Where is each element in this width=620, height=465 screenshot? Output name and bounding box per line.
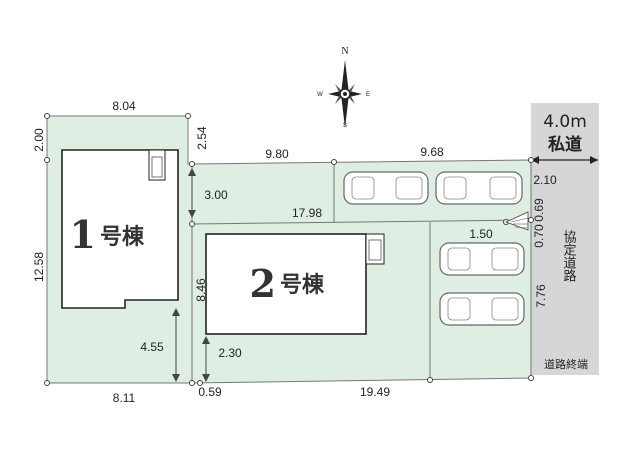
dim-2-30: 2.30 <box>218 346 242 360</box>
dim-4-55: 4.55 <box>140 340 164 354</box>
road-arrow-right <box>590 156 598 164</box>
building-2-porch <box>368 239 382 261</box>
building-2-number: 2 <box>250 261 276 306</box>
dim-2-10: 2.10 <box>533 173 557 187</box>
road-width-label: 4.0m <box>543 112 587 132</box>
compass-north: N <box>341 46 348 57</box>
dim-19-49: 19.49 <box>360 385 390 399</box>
dim-0-59: 0.59 <box>198 385 222 399</box>
road-name-label: 私道 <box>548 134 582 155</box>
corner-markers <box>44 113 534 386</box>
dim-0-70: 0.70 <box>532 224 546 248</box>
compass-east: E <box>366 92 370 98</box>
building-1-porch <box>151 156 163 178</box>
dim-8-11: 8.11 <box>113 391 136 405</box>
dim-8-46: 8.46 <box>194 278 208 302</box>
agreement-road-label: 協定道路 <box>561 230 577 282</box>
compass-south: S <box>343 123 347 129</box>
building-1 <box>61 149 179 309</box>
corner-cut-triangle <box>504 211 529 231</box>
building-1-number: 1 <box>70 212 96 257</box>
dim-12-58: 12.58 <box>32 252 46 282</box>
dim-17-98: 17.98 <box>292 206 322 220</box>
dim-9-80: 9.80 <box>265 147 289 161</box>
dim-1-50: 1.50 <box>469 227 493 241</box>
dim-9-68: 9.68 <box>420 145 444 159</box>
dimension-lines <box>175 170 207 380</box>
car-icon <box>439 242 525 276</box>
dim-3-00: 3.00 <box>204 188 228 202</box>
car-icon <box>343 171 429 205</box>
building-2-label: 号棟 <box>280 272 325 298</box>
road-arrow-left <box>531 156 539 164</box>
building-1-label: 号棟 <box>100 224 145 250</box>
private-road <box>531 103 599 375</box>
building-2 <box>205 233 367 335</box>
car-icon <box>439 292 525 326</box>
road-end-label: 道路終端 <box>544 357 588 371</box>
dim-8-04: 8.04 <box>112 99 136 113</box>
compass-west: W <box>317 92 323 98</box>
dim-7-76: 7.76 <box>534 284 548 308</box>
dim-0-69: 0.69 <box>532 198 546 222</box>
car-icon <box>435 171 523 205</box>
parking-cars <box>343 171 525 326</box>
lot-boundary-line <box>191 219 532 225</box>
compass-icon <box>328 60 362 128</box>
dimension-arrows <box>172 168 210 382</box>
dim-2-00: 2.00 <box>32 128 46 152</box>
dim-2-54: 2.54 <box>195 126 209 150</box>
